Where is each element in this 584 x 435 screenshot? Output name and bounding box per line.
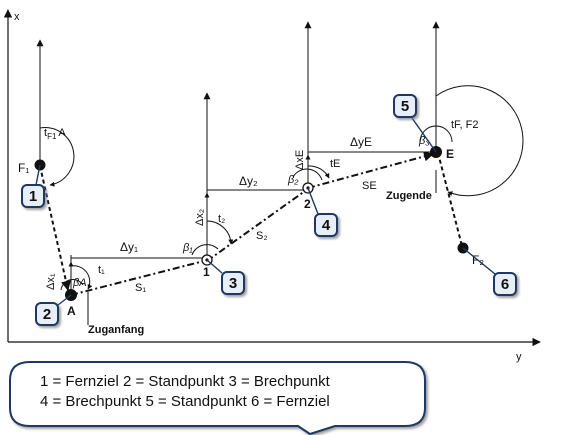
label-te: tE [330, 158, 340, 170]
label-f1: F₁ [18, 161, 29, 175]
arc-t1 [70, 265, 93, 290]
label-se: SE [362, 180, 377, 192]
side-s2 [206, 190, 306, 262]
badge-4-label: 4 [322, 217, 331, 234]
arc-tf1a [39, 127, 75, 187]
label-1: 1 [203, 265, 210, 279]
badge-6-label: 6 [501, 276, 509, 293]
label-beta-a: βA [72, 277, 87, 289]
badge-6-leader [462, 247, 496, 275]
badge-5-box [393, 94, 417, 118]
arc-t2 [206, 220, 234, 245]
label-t1: t₁ [98, 264, 105, 276]
y-axis-label: y [516, 351, 522, 363]
label-beta3: β₃ [418, 135, 430, 147]
label-dy1: Δy₁ [120, 240, 138, 254]
badge-2-leader [57, 294, 72, 306]
label-e: E [446, 147, 454, 161]
legend-box [9, 361, 426, 435]
label-tff2: tF, F2 [451, 119, 479, 131]
label-s2: S₂ [256, 230, 268, 242]
arc-beta-a [60, 279, 84, 291]
badge-1-box [21, 184, 45, 208]
badge-2-label: 2 [43, 306, 51, 323]
label-beta1: β₁ [182, 242, 193, 254]
label-beta2: β₂ [287, 174, 299, 186]
arc-tff2 [435, 85, 524, 197]
arc-beta3 [419, 125, 453, 143]
sight-e-f2 [437, 152, 463, 247]
label-dye: ΔyE [350, 135, 372, 149]
label-a: A [67, 304, 76, 318]
legend-line-2: 4 = Brechpunkt 5 = Standpunkt 6 = Fernzi… [40, 393, 330, 410]
badge-3: 3 [221, 271, 245, 295]
badge-1-leader [35, 164, 41, 186]
arc-beta1 [191, 244, 219, 256]
side-se [307, 151, 434, 189]
badge-6-box [493, 272, 517, 296]
badge-6: 6 [493, 272, 517, 296]
badge-3-box [221, 271, 245, 295]
label-2: 2 [304, 197, 311, 211]
sight-a-f1 [39, 165, 71, 291]
arc-te [307, 165, 330, 179]
badge-2: 2 [35, 302, 59, 326]
badge-4-box [314, 213, 338, 237]
badge-4-leader [307, 187, 319, 215]
legend-line-1: 1 = Fernziel 2 = Standpunkt 3 = Brechpun… [40, 373, 331, 390]
label-dx1: Δx₁ [45, 273, 57, 290]
badge-4: 4 [314, 213, 338, 237]
badge-5-leader [411, 117, 437, 153]
label-dx2: Δx₂ [194, 209, 206, 226]
annotation-start: Zuganfang [88, 324, 144, 336]
label-dy2: Δy₂ [239, 174, 258, 188]
badge-1-label: 1 [29, 188, 37, 205]
label-s1: S₁ [135, 282, 146, 294]
label-dxe: ΔxE [294, 150, 306, 170]
legend-callout: 1 = Fernziel 2 = Standpunkt 3 = Brechpun… [9, 361, 426, 435]
badge-5: 5 [393, 94, 417, 118]
badge-2-box [35, 302, 59, 326]
x-axis-label: x [14, 11, 20, 23]
badge-5-label: 5 [401, 98, 409, 115]
label-t2: t₂ [218, 213, 225, 225]
badge-3-leader [206, 259, 223, 274]
badge-1: 1 [21, 184, 45, 208]
badge-3-label: 3 [229, 275, 237, 292]
annotation-end: Zugende [386, 190, 432, 202]
